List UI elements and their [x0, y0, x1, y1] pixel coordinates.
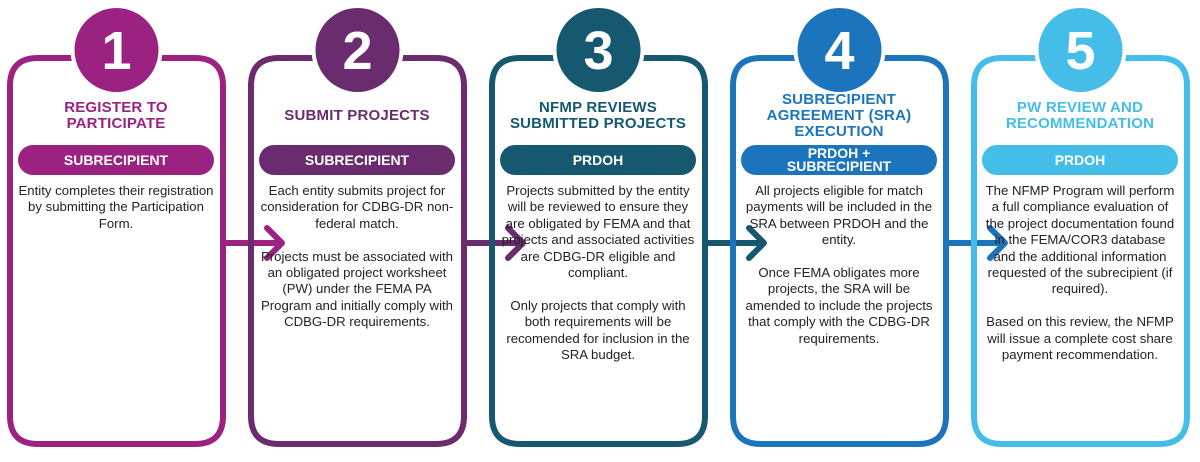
step-card-3: NFMP REVIEWS SUBMITTED PROJECTS PRDOH Proj…	[500, 92, 696, 363]
step-card-2: SUBMIT PROJECTS SUBRECIPIENT Each entity s…	[259, 92, 455, 331]
role-badge: PRDOH + SUBRECIPIENT	[741, 145, 937, 175]
step-title: SUBMIT PROJECTS	[284, 107, 430, 124]
description-paragraph: Based on this review, the NFMP will issu…	[986, 314, 1174, 363]
step-description: Projects submitted by the entity will be…	[500, 183, 696, 363]
description-paragraph: Entity completes their registration by s…	[18, 183, 214, 231]
step-description: Entity completes their registration by s…	[18, 183, 214, 232]
step-description: The NFMP Program will perform a full com…	[982, 183, 1178, 363]
arrow-right-icon	[264, 225, 285, 261]
step-number: 5	[1065, 21, 1095, 81]
description-paragraph: The NFMP Program will perform a full com…	[985, 183, 1175, 297]
role-badge: PRDOH	[982, 145, 1178, 175]
arrow-right-icon	[987, 225, 1008, 261]
step-description: Each entity submits project for consider…	[259, 183, 455, 331]
step-title: REGISTER TO PARTICIPATE	[64, 99, 168, 132]
step-title: PW REVIEW AND RECOMMENDATION	[1005, 99, 1155, 132]
arrow-right-icon	[505, 225, 526, 261]
step-number: 2	[342, 21, 372, 81]
step-number: 1	[101, 21, 131, 81]
role-badge: SUBRECIPIENT	[259, 145, 455, 175]
step-frame-4	[730, 55, 949, 447]
step-frame-2	[248, 55, 467, 447]
description-paragraph: Projects submitted by the entity will be…	[501, 183, 695, 281]
step-number-badge	[315, 8, 400, 92]
step-frame-1	[7, 55, 226, 447]
description-paragraph: Projects must be associated with an obli…	[260, 248, 454, 330]
description-paragraph: Once FEMA obligates more projects, the S…	[745, 265, 933, 346]
description-paragraph: Only projects that comply with both requ…	[506, 297, 690, 363]
step-number: 3	[583, 21, 613, 81]
step-card-5: PW REVIEW AND RECOMMENDATION PRDOH The NFM…	[982, 92, 1178, 363]
step-card-4: SUBRECIPIENT AGREEMENT (SRA) EXECUTION PR…	[741, 92, 937, 347]
step-number-badge	[556, 8, 641, 92]
step-number-badge	[1038, 8, 1123, 92]
step-frame-5	[971, 55, 1190, 447]
step-title: NFMP REVIEWS SUBMITTED PROJECTS	[509, 99, 687, 132]
role-badge: SUBRECIPIENT	[18, 145, 214, 175]
step-frame-3	[489, 55, 708, 447]
step-description: All projects eligible for match payments…	[741, 183, 937, 347]
description-paragraph: Each entity submits project for consider…	[260, 183, 454, 231]
step-number-badge	[74, 8, 159, 92]
step-number: 4	[824, 21, 854, 81]
step-card-1: REGISTER TO PARTICIPATE SUBRECIPIENT Entit…	[18, 92, 214, 232]
arrow-right-icon	[746, 225, 767, 261]
description-paragraph: All projects eligible for match payments…	[745, 183, 933, 248]
role-badge: PRDOH	[500, 145, 696, 175]
step-number-badge	[797, 8, 882, 92]
step-title: SUBRECIPIENT AGREEMENT (SRA) EXECUTION	[766, 91, 912, 140]
